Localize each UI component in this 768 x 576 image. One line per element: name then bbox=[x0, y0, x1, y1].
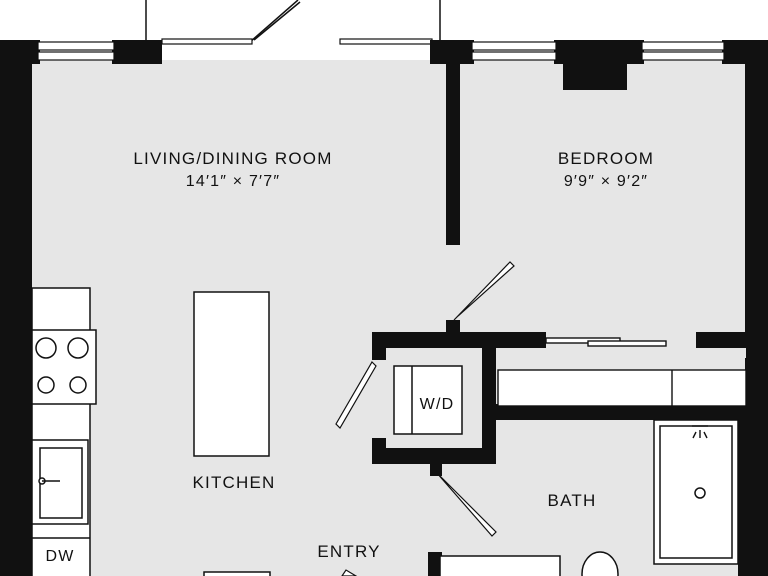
balcony-opening bbox=[145, 0, 441, 43]
living-room-dimensions: 14′1″ × 7′7″ bbox=[186, 173, 280, 190]
floor-area bbox=[25, 60, 747, 576]
sink-faucet bbox=[38, 477, 60, 485]
bedroom-dimensions: 9′9″ × 9′2″ bbox=[564, 173, 648, 190]
interior-walls bbox=[372, 60, 768, 576]
sliding-door bbox=[161, 38, 433, 45]
living-room-label: LIVING/DINING ROOM bbox=[133, 149, 332, 168]
exterior-walls bbox=[0, 40, 768, 576]
washer-dryer-label: W/D bbox=[420, 396, 455, 413]
shower-head bbox=[692, 425, 708, 439]
washer-dryer bbox=[393, 365, 463, 435]
cooktop-burners bbox=[35, 337, 89, 394]
kitchen-island bbox=[193, 291, 270, 457]
bath-fixtures bbox=[439, 419, 739, 576]
windows bbox=[37, 41, 725, 61]
dishwasher-label: DW bbox=[45, 548, 74, 565]
entry-shelf bbox=[203, 571, 271, 576]
entry-label: ENTRY bbox=[317, 542, 380, 561]
kitchen-label: KITCHEN bbox=[192, 473, 275, 492]
doors bbox=[335, 261, 515, 576]
kitchen-counter bbox=[31, 287, 97, 576]
bedroom-label: BEDROOM bbox=[558, 149, 654, 168]
closet bbox=[497, 337, 747, 407]
bath-label: BATH bbox=[548, 491, 597, 510]
